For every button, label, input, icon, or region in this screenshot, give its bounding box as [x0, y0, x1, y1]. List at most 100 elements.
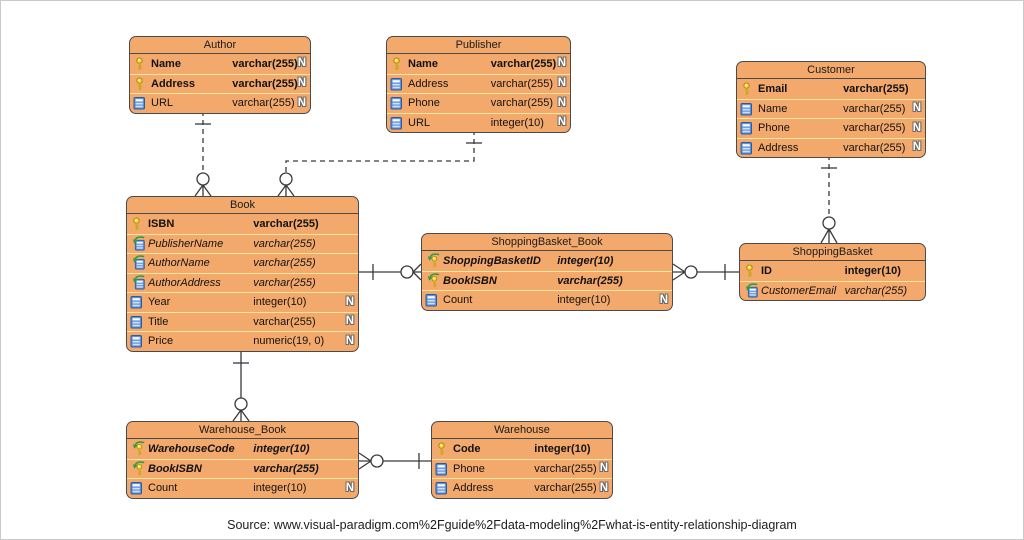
column-type: varchar(255) — [843, 122, 906, 135]
column-name: Phone — [453, 462, 485, 475]
column-icon — [133, 96, 151, 110]
foreign-key-icon — [130, 255, 148, 271]
column-type: varchar(255) — [253, 257, 316, 270]
relationship-book-warehousebook — [232, 349, 250, 422]
column-icon — [130, 315, 148, 329]
relationship-publisher-book — [277, 130, 482, 197]
column-icon — [390, 77, 408, 91]
entity-title: Warehouse_Book — [127, 422, 358, 439]
column-type: varchar(255) — [557, 274, 623, 287]
foreign-key-icon — [130, 275, 148, 291]
column-row: PublisherName varchar(255) — [127, 233, 358, 254]
column-name: Email — [758, 82, 788, 95]
column-type: varchar(255) — [843, 141, 906, 154]
column-name: ShoppingBasketID — [443, 254, 541, 267]
column-type: varchar(255) — [232, 57, 298, 70]
column-row: AuthorName varchar(255) — [127, 253, 358, 273]
column-type: varchar(255) — [232, 97, 295, 110]
column-type: integer(10) — [557, 254, 614, 267]
column-row: ISBN varchar(255) — [127, 214, 358, 234]
primary-foreign-key-icon — [130, 461, 148, 477]
column-row: WarehouseCode integer(10) — [127, 439, 358, 459]
column-name: Address — [758, 141, 799, 154]
column-type: varchar(255) — [232, 77, 298, 90]
column-icon — [130, 295, 148, 309]
primary-foreign-key-icon — [130, 441, 148, 457]
primary-key-icon — [133, 57, 151, 71]
primary-foreign-key-icon — [425, 253, 443, 269]
column-name: CustomerEmail — [761, 284, 837, 297]
nullable-badge: N — [599, 481, 608, 494]
column-type: varchar(255) — [843, 102, 906, 115]
column-type: varchar(255) — [253, 276, 316, 289]
nullable-badge: N — [557, 96, 566, 109]
column-icon — [435, 481, 453, 495]
column-name: Title — [148, 315, 169, 328]
column-row: CustomerEmail varchar(255) — [740, 280, 925, 301]
column-name: Count — [148, 482, 178, 495]
column-type: varchar(255) — [844, 284, 908, 297]
nullable-badge: N — [557, 57, 566, 69]
column-row: AuthorAddress varchar(255) — [127, 272, 358, 293]
column-type: varchar(255) — [843, 82, 909, 95]
column-name: WarehouseCode — [148, 442, 235, 455]
column-type: varchar(255) — [253, 237, 316, 250]
column-row: BookISBN varchar(255) — [422, 270, 672, 291]
entity-title: Warehouse — [432, 422, 612, 439]
column-icon — [435, 462, 453, 476]
column-name: BookISBN — [443, 274, 497, 287]
nullable-badge: N — [345, 481, 354, 494]
column-icon — [740, 121, 758, 135]
column-name: AuthorAddress — [148, 276, 221, 289]
column-type: integer(10) — [253, 442, 310, 455]
column-type: integer(10) — [253, 482, 307, 495]
column-name: ISBN — [148, 217, 175, 230]
column-name: AuthorName — [148, 257, 210, 270]
primary-foreign-key-icon — [425, 273, 443, 289]
nullable-badge: N — [297, 96, 306, 109]
column-type: varchar(255) — [490, 77, 554, 90]
column-name: Name — [758, 102, 788, 115]
relationship-warehouse-warehousebook — [358, 452, 431, 470]
foreign-key-icon — [743, 283, 761, 299]
primary-key-icon — [743, 264, 761, 278]
column-name: Year — [148, 296, 171, 309]
nullable-badge: N — [557, 116, 566, 128]
column-type: varchar(255) — [490, 97, 554, 110]
entity-title: ShoppingBasket_Book — [422, 234, 672, 251]
column-name: Phone — [758, 122, 790, 135]
nullable-badge: N — [345, 334, 354, 347]
relationship-customer-shoppingbasket — [820, 155, 838, 244]
column-name: Address — [151, 77, 196, 90]
column-type: varchar(255) — [534, 482, 597, 495]
foreign-key-icon — [130, 236, 148, 252]
column-type: varchar(255) — [253, 217, 319, 230]
column-name: Address — [408, 77, 449, 90]
column-name: PublisherName — [148, 237, 224, 250]
primary-key-icon — [390, 57, 408, 71]
column-icon — [130, 481, 148, 495]
column-name: BookISBN — [148, 462, 202, 475]
nullable-badge: N — [345, 295, 354, 308]
nullable-badge: N — [297, 57, 306, 69]
